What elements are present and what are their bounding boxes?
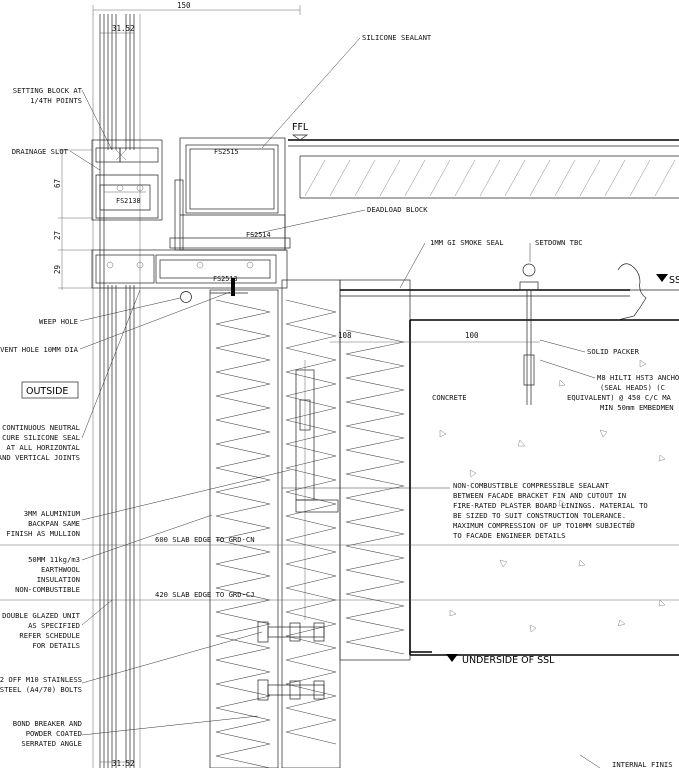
- mid-dimensions: 108 100: [330, 331, 540, 343]
- code-fs2138: FS2138: [116, 197, 141, 205]
- note-sealant-5: MAXIMUM COMPRESSION OF UP TO10MM SUBJECT…: [453, 521, 635, 530]
- leader-lines: [69, 37, 596, 736]
- slab-edge-zone: [339, 279, 630, 661]
- note-silicone-seal-3: AT ALL HORIZONTAL: [6, 443, 80, 452]
- note-sealant-2: BETWEEN FACADE BRACKET FIN AND CUTOUT IN: [453, 491, 626, 500]
- grid-reference-lines: 600 SLAB EDGE TO GRD-CN 420 SLAB EDGE TO…: [0, 535, 679, 601]
- note-glazed-unit-3: REFER SCHEDULE: [19, 631, 80, 640]
- note-backpan-3: FINISH AS MULLION: [6, 529, 80, 538]
- note-setdown: SETDOWN TBC: [535, 238, 583, 247]
- note-sealant-4: BE SIZED TO SUIT CONSTRUCTION TOLERANCE.: [453, 511, 626, 520]
- dim-vert-67: 67: [53, 179, 62, 188]
- note-bond-breaker-2: POWDER COATED: [26, 729, 82, 738]
- note-backpan-1: 3MM ALUMINIUM: [24, 509, 81, 518]
- note-silicone-seal-1: CONTINUOUS NEUTRAL: [2, 423, 80, 432]
- note-solid-packer: SOLID PACKER: [587, 347, 640, 356]
- note-sealant-3: FIRE-RATED PLASTER BOARD LININGS. MATERI…: [453, 501, 648, 510]
- code-fs2515: FS2515: [214, 148, 239, 156]
- slab-600-label: 600 SLAB EDGE TO GRD-CN: [155, 535, 255, 544]
- left-notes: SETTING BLOCK AT 1/4TH POINTS DRAINAGE S…: [0, 86, 83, 748]
- note-insulation-1: 50MM 11kg/m3: [28, 555, 80, 564]
- note-anchor-4: MIN 50mm EMBEDMEN: [600, 403, 674, 412]
- right-notes: SILICONE SEALANT DEADLOAD BLOCK 1MM GI S…: [362, 33, 679, 768]
- note-setting-block-2: 1/4TH POINTS: [30, 96, 82, 105]
- note-smoke-seal: 1MM GI SMOKE SEAL: [430, 238, 504, 247]
- glazing-unit-lines: [92, 14, 141, 768]
- dim-vert-27: 27: [53, 231, 62, 240]
- concrete-slab: CONCRETE UNDERSIDE OF SSL SS: [409, 274, 679, 666]
- dim-bottom-frame: 31.52: [112, 759, 135, 768]
- note-silicone-sealant: SILICONE SEALANT: [362, 33, 432, 42]
- slab-420-label: 420 SLAB EDGE TO GRD-CJ: [155, 590, 255, 599]
- ffl-marker: FFL: [292, 122, 309, 133]
- profile-codes: FS2515 FS2138 FS2514 FS2513: [116, 148, 271, 283]
- note-insulation-2: EARTHWOOL: [41, 565, 80, 574]
- note-glazed-unit-1: DOUBLE GLAZED UNIT: [2, 611, 81, 620]
- dim-108: 108: [338, 331, 352, 340]
- dim-100: 100: [465, 331, 479, 340]
- code-fs2514: FS2514: [246, 231, 271, 239]
- note-insulation-4: NON-COMBUSTIBLE: [15, 585, 80, 594]
- dim-top-overall: 150: [177, 1, 191, 10]
- note-sealant-1: NON-COMBUSTIBLE COMPRESSIBLE SEALANT: [453, 481, 609, 490]
- hilti-anchor: [519, 263, 679, 405]
- note-setting-block-1: SETTING BLOCK AT: [13, 86, 83, 95]
- transom-profiles: [91, 137, 291, 303]
- outside-tag: OUTSIDE: [21, 381, 79, 399]
- concrete-label: CONCRETE: [432, 393, 467, 402]
- note-anchor-1: M8 HILTI HST3 ANCHOR: [597, 373, 679, 382]
- note-bond-breaker-3: SERRATED ANGLE: [21, 739, 82, 748]
- note-bond-breaker-1: BOND BREAKER AND: [13, 719, 82, 728]
- left-vertical-dimensions: 67 27 29: [53, 149, 92, 290]
- note-anchor-3: EQUIVALENT) @ 450 C/C MA: [567, 393, 672, 402]
- note-insulation-3: INSULATION: [37, 575, 80, 584]
- dim-top-frame: 31.52: [112, 24, 135, 33]
- note-bolts-1: 2 OFF M10 STAINLESS: [0, 675, 82, 684]
- note-backpan-2: BACKPAN SAME: [28, 519, 80, 528]
- note-glazed-unit-4: FOR DETAILS: [32, 641, 80, 650]
- insulation-backpan-zone: [209, 289, 279, 768]
- note-deadload-block: DEADLOAD BLOCK: [367, 205, 428, 214]
- ssl-marker: SS: [669, 275, 679, 286]
- note-anchor-2: (SEAL HEADS) (C: [600, 383, 665, 392]
- top-dimensions: 150 31.52 31.52: [92, 1, 301, 768]
- dim-vert-29: 29: [53, 265, 62, 274]
- note-sealant-6: TO FACADE ENGINEER DETAILS: [453, 531, 566, 540]
- note-vent-hole: VENT HOLE 10MM DIA: [0, 345, 79, 354]
- note-silicone-seal-4: AND VERTICAL JOINTS: [0, 453, 80, 462]
- note-weep-hole: WEEP HOLE: [39, 317, 78, 326]
- underside-marker: UNDERSIDE OF SSL: [462, 655, 555, 666]
- upper-slab: FFL: [288, 122, 679, 199]
- m10-bolts: [257, 621, 325, 701]
- note-internal-finish: INTERNAL FINIS: [612, 760, 673, 768]
- outside-label: OUTSIDE: [26, 386, 68, 397]
- note-drainage-slot: DRAINAGE SLOT: [12, 147, 69, 156]
- note-glazed-unit-2: AS SPECIFIED: [28, 621, 80, 630]
- code-fs2513: FS2513: [213, 275, 238, 283]
- note-bolts-2: STEEL (A4/70) BOLTS: [0, 685, 82, 694]
- note-silicone-seal-2: CURE SILICONE SEAL: [2, 433, 80, 442]
